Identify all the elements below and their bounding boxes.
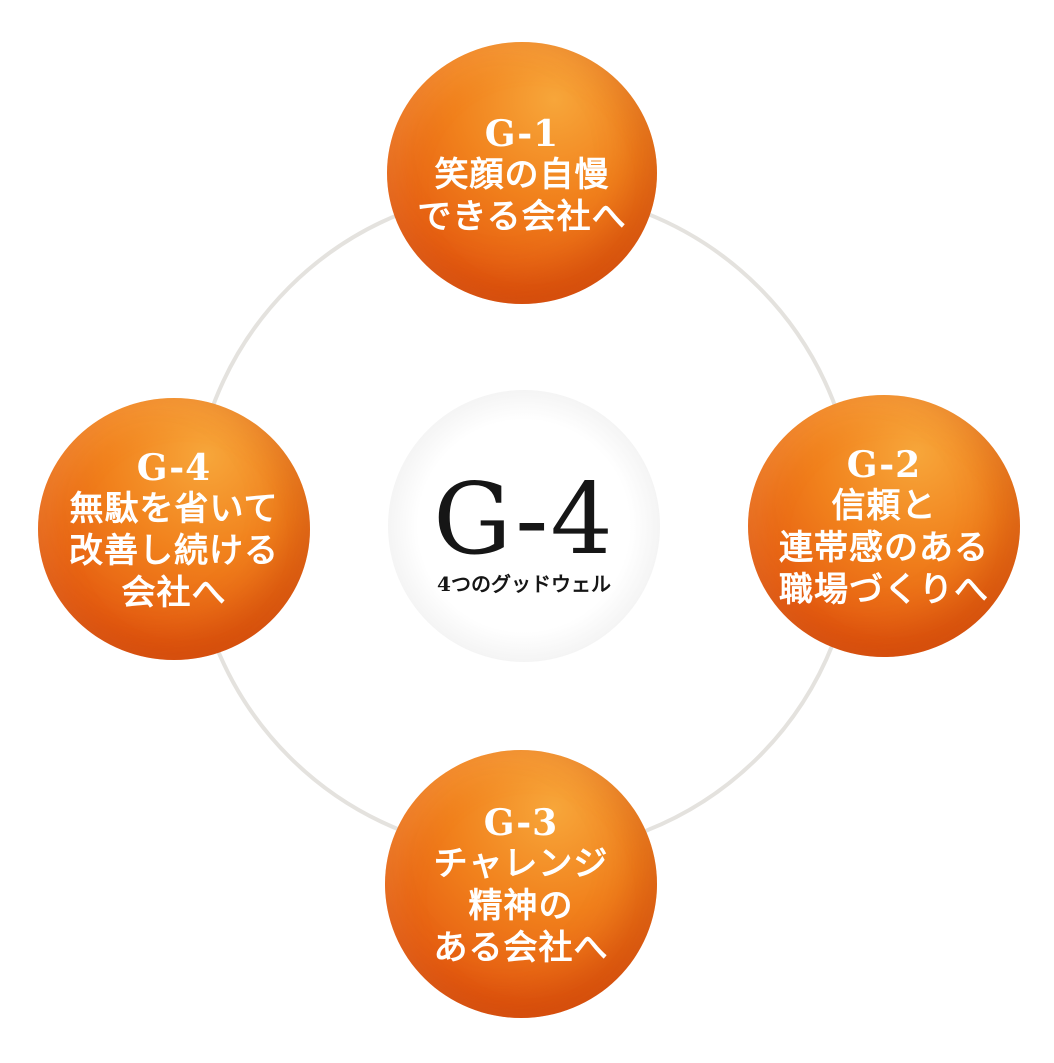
goal-g2-line-3: 職場づくりへ bbox=[779, 570, 989, 610]
center-title: G-4 bbox=[433, 463, 615, 577]
goal-g2-line-1: 信頼と bbox=[831, 486, 937, 526]
center-subtitle: 4つのグッドウェル bbox=[437, 572, 611, 596]
goal-g3-code: G-3 bbox=[483, 802, 559, 844]
goal-g1-line-2: できる会社へ bbox=[417, 197, 627, 237]
goal-g3-line-3: ある会社へ bbox=[433, 928, 609, 968]
goal-g1-line-1: 笑顔の自慢 bbox=[434, 155, 610, 195]
goal-g2-code: G-2 bbox=[846, 444, 922, 486]
goal-g2-circle: G-2 信頼と 連帯感のある 職場づくりへ bbox=[748, 395, 1020, 657]
goal-g4-code: G-4 bbox=[136, 447, 212, 489]
goal-g4-line-1: 無駄を省いて bbox=[69, 489, 279, 529]
goal-g3-line-2: 精神の bbox=[468, 886, 574, 926]
goal-g3-circle: G-3 チャレンジ 精神の ある会社へ bbox=[385, 750, 657, 1018]
goal-g1-code: G-1 bbox=[484, 113, 560, 155]
goal-g1-circle: G-1 笑顔の自慢 できる会社へ bbox=[387, 42, 657, 304]
goal-g4-line-2: 改善し続ける bbox=[69, 531, 279, 571]
goal-g4-circle: G-4 無駄を省いて 改善し続ける 会社へ bbox=[38, 398, 310, 660]
goal-g3-line-1: チャレンジ bbox=[433, 844, 609, 884]
center-badge: G-4 4つのグッドウェル bbox=[388, 390, 660, 662]
goal-g4-line-3: 会社へ bbox=[121, 573, 227, 613]
goal-g2-line-2: 連帯感のある bbox=[779, 528, 989, 568]
